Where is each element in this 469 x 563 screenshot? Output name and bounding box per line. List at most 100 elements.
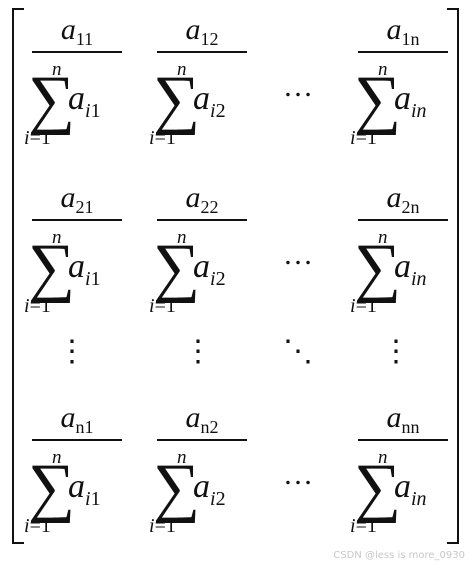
numerator: a11 [22, 12, 132, 49]
summand-subscript: i2 [210, 488, 226, 510]
numerator-subscript: 11 [75, 29, 94, 49]
summand: ai2 [193, 467, 226, 519]
summand: ai1 [68, 247, 101, 299]
numerator-variable: a [185, 401, 201, 434]
right-bracket [447, 8, 459, 544]
numerator-variable: a [185, 13, 201, 46]
summand: ai1 [68, 79, 101, 131]
left-bracket [12, 8, 24, 544]
sum-start: =1 [355, 295, 377, 317]
numerator: a1n [348, 12, 458, 49]
sum-lower-limit: i=1 [149, 127, 176, 150]
sum-lower-limit: i=1 [350, 295, 377, 318]
summand: ai2 [193, 79, 226, 131]
sum-upper-limit: n [378, 447, 388, 468]
fraction-bar [358, 439, 448, 441]
fraction-bar [358, 219, 448, 221]
matrix-entry-r3c1: an1 n∑i=1 ai1 [22, 400, 132, 541]
sum-index: i [24, 295, 30, 317]
sum-start: =1 [355, 127, 377, 149]
summand: ain [394, 247, 427, 299]
sum-upper-limit: n [177, 447, 187, 468]
numerator-variable: a [386, 13, 402, 46]
numerator-variable: a [60, 401, 76, 434]
hdots-row3: … [283, 458, 313, 491]
numerator-variable: a [386, 401, 402, 434]
sum-lower-limit: i=1 [24, 295, 51, 318]
numerator-variable: a [60, 181, 76, 214]
sum-lower-limit: i=1 [149, 515, 176, 538]
numerator: an2 [147, 400, 257, 437]
sum-lower-limit: i=1 [24, 515, 51, 538]
summand-subscript-index: i [85, 268, 91, 290]
sum-start: =1 [355, 515, 377, 537]
numerator-subscript: 21 [75, 197, 94, 217]
denominator: n∑i=1 ai1 [22, 441, 132, 541]
sum-index: i [24, 515, 30, 537]
summand-subscript-index: i [85, 488, 91, 510]
sum-index: i [350, 127, 356, 149]
summation-symbol: ∑ [354, 63, 402, 136]
summand-subscript-index: in [411, 100, 427, 122]
summand-subscript-index: i [210, 100, 216, 122]
summand-variable: a [193, 248, 210, 285]
summand-subscript: in [411, 100, 427, 122]
summation-symbol: ∑ [354, 451, 402, 524]
numerator: a21 [22, 180, 132, 217]
sum-upper-limit: n [52, 227, 62, 248]
summand-variable: a [394, 80, 411, 117]
numerator: a12 [147, 12, 257, 49]
summand: ai2 [193, 247, 226, 299]
summand-subscript-number: 1 [90, 488, 101, 510]
summand-subscript-index: i [210, 268, 216, 290]
summand-subscript: in [411, 268, 427, 290]
sum-start: =1 [29, 127, 51, 149]
fraction-bar [32, 51, 122, 53]
summation-symbol: ∑ [28, 451, 76, 524]
sum-start: =1 [154, 127, 176, 149]
sum-upper-limit: n [177, 59, 187, 80]
sum-upper-limit: n [378, 227, 388, 248]
summand-subscript-index: i [210, 488, 216, 510]
sum-start: =1 [154, 515, 176, 537]
summand-subscript: i2 [210, 100, 226, 122]
summand-subscript: i2 [210, 268, 226, 290]
summand-subscript-index: i [85, 100, 91, 122]
summand-subscript-number: 2 [215, 268, 226, 290]
numerator-variable: a [185, 181, 201, 214]
numerator: ann [348, 400, 458, 437]
sum-index: i [350, 515, 356, 537]
numerator-subscript: 1n [401, 29, 420, 49]
sum-index: i [24, 127, 30, 149]
summand-variable: a [68, 80, 85, 117]
summation-symbol: ∑ [28, 63, 76, 136]
summation-symbol: ∑ [28, 231, 76, 304]
sum-lower-limit: i=1 [350, 127, 377, 150]
summand: ain [394, 79, 427, 131]
sum-start: =1 [29, 295, 51, 317]
summand-variable: a [394, 468, 411, 505]
summand-subscript: i1 [85, 268, 101, 290]
numerator-subscript: n2 [200, 417, 219, 437]
sum-start: =1 [154, 295, 176, 317]
vdots-col2: ⋮ [183, 335, 213, 368]
summand-subscript: i1 [85, 100, 101, 122]
summand-variable: a [68, 248, 85, 285]
summand: ain [394, 467, 427, 519]
sum-upper-limit: n [52, 447, 62, 468]
fraction-bar [358, 51, 448, 53]
numerator-subscript: n1 [75, 417, 94, 437]
summand-subscript-number: 1 [90, 100, 101, 122]
sum-lower-limit: i=1 [24, 127, 51, 150]
sum-upper-limit: n [378, 59, 388, 80]
summand: ai1 [68, 467, 101, 519]
